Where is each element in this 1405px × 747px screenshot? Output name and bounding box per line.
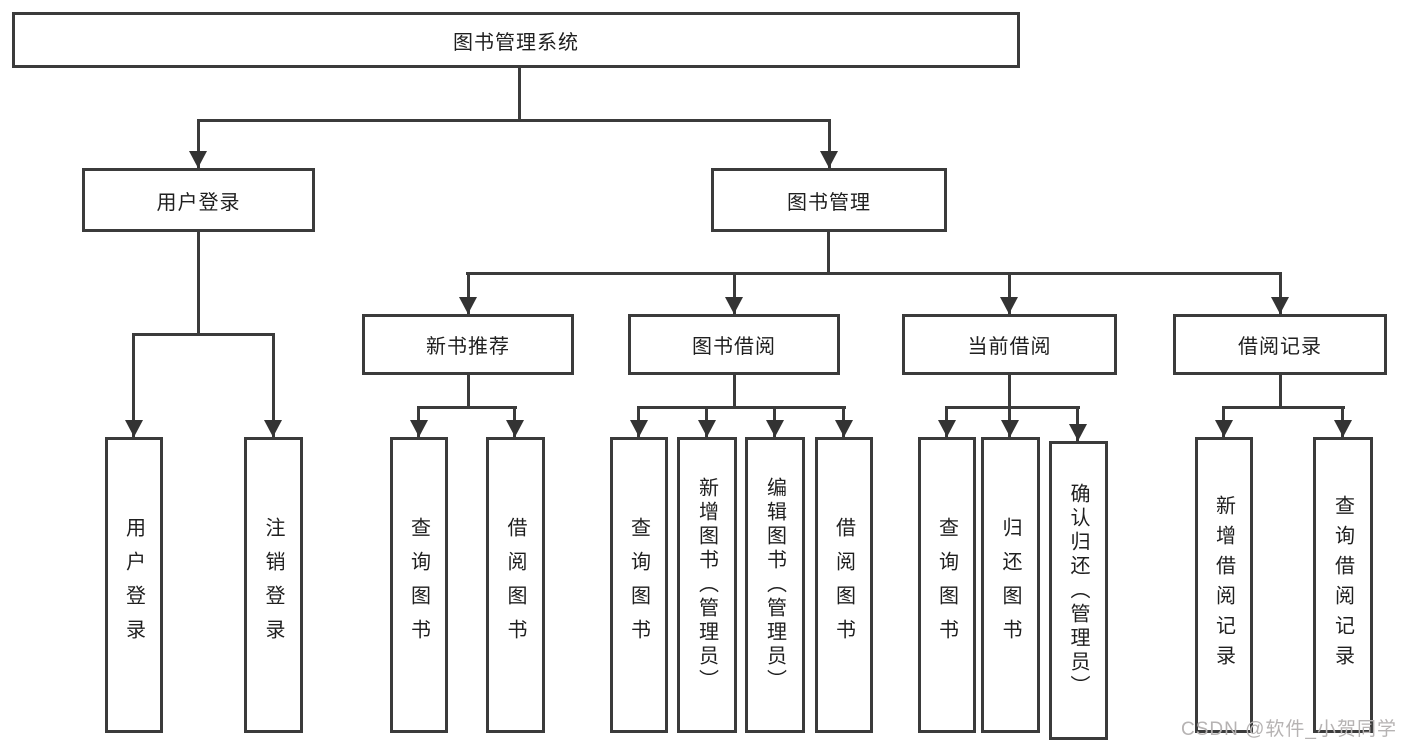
- arrowhead: [189, 151, 207, 168]
- connector: [1076, 406, 1079, 441]
- leaf-borrow-books-label: 借阅图书: [832, 517, 855, 653]
- node-new-book-recommend-label: 新书推荐: [426, 336, 510, 358]
- connector: [272, 333, 275, 437]
- leaf-return-books: 归还图书: [981, 437, 1040, 733]
- leaf-confirm-return-admin-label: 确认归还（管理员）: [1067, 482, 1089, 699]
- arrowhead: [766, 420, 784, 437]
- node-root-label: 图书管理系统: [453, 31, 579, 54]
- arrowhead: [698, 420, 716, 437]
- arrowhead: [1271, 297, 1289, 314]
- connector: [1008, 272, 1011, 314]
- connector: [828, 119, 831, 168]
- node-user-login-label: 用户登录: [156, 191, 241, 214]
- arrowhead: [835, 420, 853, 437]
- node-root: 图书管理系统: [12, 12, 1020, 68]
- leaf-query-books-current: 查询图书: [918, 437, 976, 733]
- leaf-edit-books-admin-label: 编辑图书（管理员）: [763, 477, 786, 693]
- connector: [197, 232, 200, 336]
- node-current-borrow-label: 当前借阅: [967, 336, 1052, 358]
- arrowhead: [1334, 420, 1352, 437]
- leaf-add-borrow-record: 新增借阅记录: [1195, 437, 1253, 733]
- leaf-query-books-borrow: 查询图书: [610, 437, 668, 733]
- connector: [132, 333, 275, 336]
- connector: [733, 375, 736, 409]
- leaf-query-borrow-record: 查询借阅记录: [1313, 437, 1373, 733]
- leaf-user-login-label: 用户登录: [122, 517, 145, 653]
- arrowhead: [264, 420, 282, 437]
- leaf-query-books-current-label: 查询图书: [935, 517, 958, 653]
- leaf-query-books-recommend-label: 查询图书: [407, 517, 430, 653]
- connector: [1008, 375, 1011, 409]
- arrowhead: [1001, 420, 1019, 437]
- leaf-logout-label: 注销登录: [262, 517, 284, 653]
- arrowhead: [506, 420, 524, 437]
- leaf-confirm-return-admin: 确认归还（管理员）: [1049, 441, 1108, 740]
- leaf-return-books-label: 归还图书: [999, 517, 1021, 653]
- arrowhead: [1069, 424, 1087, 441]
- arrowhead: [125, 420, 143, 437]
- connector: [467, 272, 470, 314]
- node-new-book-recommend: 新书推荐: [362, 314, 574, 375]
- leaf-borrow-books-recommend-label: 借阅图书: [504, 517, 526, 653]
- leaf-borrow-books: 借阅图书: [815, 437, 873, 733]
- node-book-borrow: 图书借阅: [628, 314, 840, 375]
- node-book-borrow-label: 图书借阅: [692, 336, 776, 358]
- arrowhead: [725, 297, 743, 314]
- leaf-add-books-admin: 新增图书（管理员）: [677, 437, 737, 733]
- arrowhead: [459, 297, 477, 314]
- leaf-add-borrow-record-label: 新增借阅记录: [1212, 495, 1235, 675]
- connector: [733, 272, 736, 314]
- connector: [945, 406, 1080, 409]
- connector: [197, 119, 831, 122]
- leaf-logout: 注销登录: [244, 437, 303, 733]
- connector: [466, 272, 1282, 275]
- connector: [197, 119, 200, 168]
- arrowhead: [1000, 297, 1018, 314]
- arrowhead: [820, 151, 838, 168]
- connector: [827, 232, 830, 275]
- node-borrow-records-label: 借阅记录: [1238, 336, 1322, 358]
- connector: [417, 406, 517, 409]
- node-borrow-records: 借阅记录: [1173, 314, 1387, 375]
- connector: [637, 406, 846, 409]
- node-user-login: 用户登录: [82, 168, 315, 232]
- connector: [132, 333, 135, 437]
- leaf-query-borrow-record-label: 查询借阅记录: [1331, 495, 1354, 675]
- leaf-borrow-books-recommend: 借阅图书: [486, 437, 545, 733]
- leaf-edit-books-admin: 编辑图书（管理员）: [745, 437, 805, 733]
- node-book-management-label: 图书管理: [787, 191, 871, 214]
- node-book-management: 图书管理: [711, 168, 947, 232]
- arrowhead: [938, 420, 956, 437]
- node-current-borrow: 当前借阅: [902, 314, 1117, 375]
- connector: [467, 375, 470, 409]
- connector: [518, 68, 521, 122]
- arrowhead: [410, 420, 428, 437]
- arrowhead: [1215, 420, 1233, 437]
- csdn-watermark: CSDN @软件_小贺同学: [1181, 719, 1397, 740]
- leaf-add-books-admin-label: 新增图书（管理员）: [695, 477, 718, 693]
- leaf-query-books-recommend: 查询图书: [390, 437, 448, 733]
- arrowhead: [630, 420, 648, 437]
- connector: [1279, 375, 1282, 409]
- leaf-user-login: 用户登录: [105, 437, 163, 733]
- connector: [1222, 406, 1345, 409]
- connector: [1279, 272, 1282, 314]
- leaf-query-books-borrow-label: 查询图书: [627, 517, 650, 653]
